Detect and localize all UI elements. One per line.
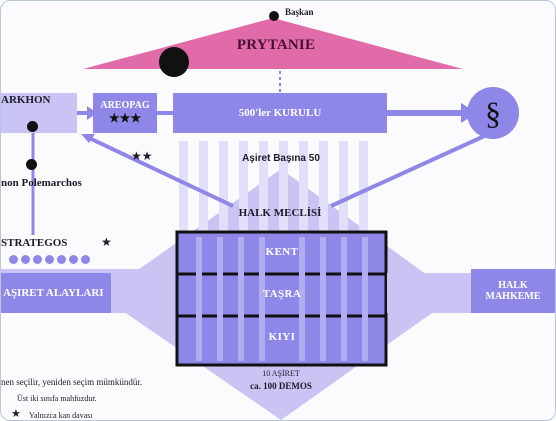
court-label-line1: HALK	[498, 280, 528, 291]
president-dot	[269, 11, 279, 21]
areopag-stars: ★★★	[108, 111, 142, 125]
note-line1: nen seçilir, yeniden seçim mümkündür.	[1, 377, 143, 387]
polemarch-label: non Polemarchos	[1, 177, 82, 189]
double-star: ★★	[131, 149, 153, 163]
council-label: 500'ler KURULU	[238, 107, 322, 119]
prytanie-dot	[159, 47, 189, 77]
archon-box	[1, 93, 77, 133]
strategos-star: ★	[101, 235, 112, 249]
strategos-label: STRATEGOS	[1, 237, 68, 249]
assembly-label: HALK MECLİSİ	[238, 207, 322, 219]
tribal-regiments-box: AŞIRET ALAYLARI	[1, 273, 111, 313]
council-bars	[179, 141, 368, 231]
prytanie-label: PRYTANIE	[236, 37, 316, 53]
note-line3: Yalnızca kan davası	[29, 411, 93, 420]
court-label-line2: MAHKEME	[485, 291, 541, 302]
archon-dot	[27, 121, 38, 132]
assembly-law-line	[330, 131, 492, 208]
assembly-box	[175, 230, 388, 367]
archon-label: ARKHON	[1, 94, 51, 106]
areopag-box: AREOPAG ★★★	[93, 93, 157, 133]
tribal-regiments-label: AŞIRET ALAYLARI	[3, 287, 104, 299]
tribe-quota: Aşiret Başına 50	[242, 153, 320, 164]
assembly-row-kent: KENT	[265, 246, 299, 258]
president-label: Başkan	[285, 7, 314, 17]
note-star: ★	[11, 408, 21, 420]
polemarch-dot	[26, 159, 37, 170]
demos-tribes: 10 AŞİRET	[262, 369, 300, 378]
assembly-row-kiyi: KIYI	[268, 331, 296, 343]
assembly-inner-bars	[196, 237, 368, 361]
note-line2: Üst iki sınıfa mahfuzdur.	[17, 394, 97, 403]
court-box: HALK MAHKEME	[471, 269, 555, 313]
council-box: 500'ler KURULU	[173, 93, 387, 133]
law-icon: §	[467, 87, 519, 139]
assembly-row-tasra: TAŞRA	[262, 288, 302, 300]
assembly-archon-line	[86, 135, 234, 208]
demos-count: ca. 100 DEMOS	[250, 381, 312, 391]
areopag-label: AREOPAG	[100, 100, 150, 111]
